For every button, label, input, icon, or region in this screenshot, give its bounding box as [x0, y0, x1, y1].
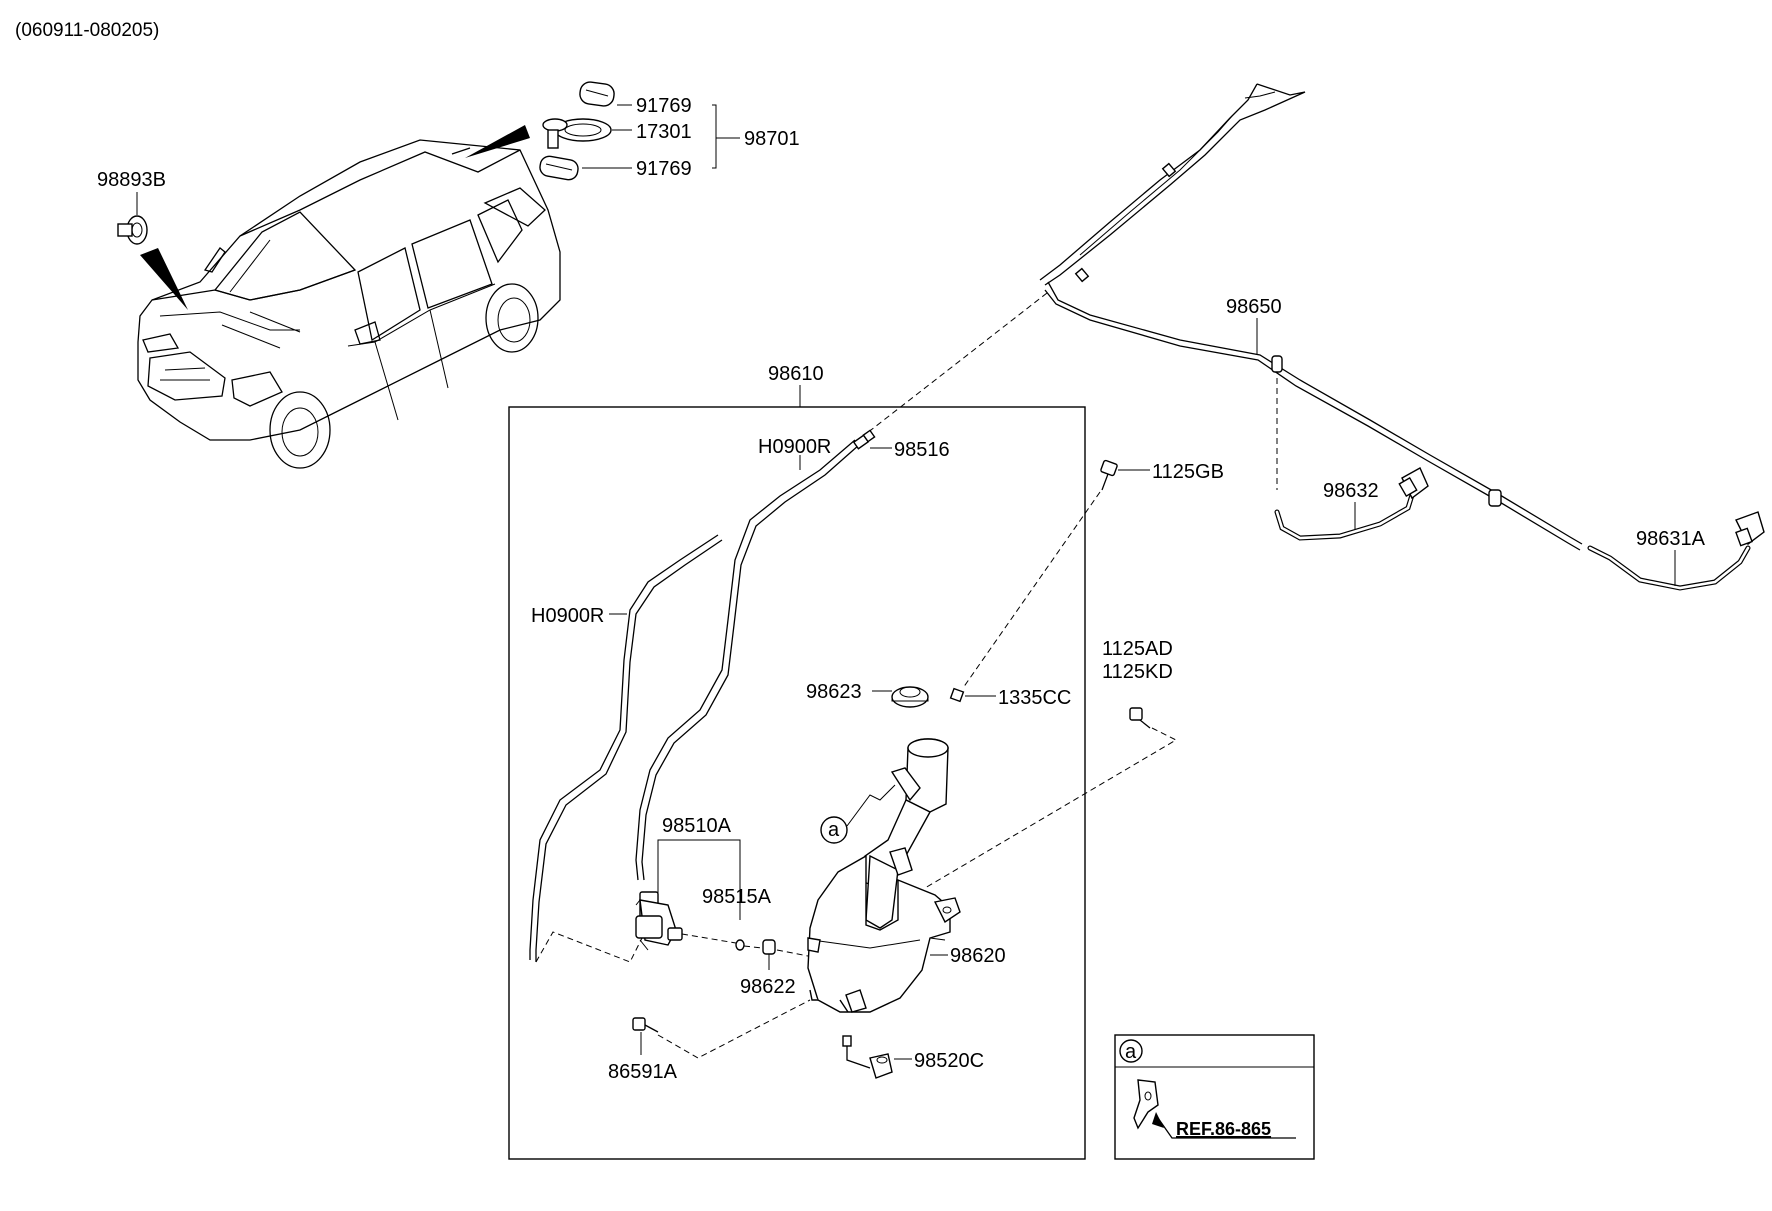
label-1125KD: 1125KD — [1102, 661, 1173, 683]
grommet-98515A — [735, 939, 745, 951]
pointer-front-nozzle — [140, 248, 188, 310]
roof-hose-98650 — [1039, 83, 1583, 551]
bolt-1125AD — [1129, 707, 1151, 729]
inset-marker-a: a — [1125, 1041, 1137, 1063]
washer-pump-98510A — [635, 891, 683, 951]
label-98520C: 98520C — [914, 1050, 984, 1072]
label-98650: 98650 — [1226, 296, 1282, 318]
rear-nozzle-cap-top — [579, 81, 615, 107]
label-98515A: 98515A — [702, 886, 772, 908]
nozzle-hose-98631A — [1587, 511, 1765, 591]
washer-assembly-box — [508, 406, 1086, 1160]
label-h0900r-left: H0900R — [531, 605, 604, 627]
rear-nozzle-17301 — [542, 118, 612, 149]
inset-reference: REF.86-865 — [1176, 1119, 1271, 1139]
label-h0900r-top: H0900R — [758, 436, 831, 458]
pointer-rear-nozzle — [465, 125, 530, 158]
label-91769-top: 91769 — [636, 95, 692, 117]
nozzle-hose-98632 — [1274, 467, 1429, 541]
vehicle-illustration — [137, 125, 561, 469]
level-sensor-98520C — [842, 1035, 893, 1079]
label-98620: 98620 — [950, 945, 1006, 967]
washer-hose-h0900r-left — [529, 534, 723, 962]
label-98701: 98701 — [744, 128, 800, 150]
label-98623: 98623 — [806, 681, 862, 703]
label-98893B: 98893B — [97, 169, 166, 191]
connector-98516 — [852, 429, 876, 450]
screw-86591A — [632, 1017, 659, 1033]
label-17301: 17301 — [636, 121, 692, 143]
label-98631A: 98631A — [1636, 528, 1706, 550]
diagram-code: (060911-080205) — [15, 20, 159, 41]
label-98516: 98516 — [894, 439, 950, 461]
reservoir-cap-98623 — [891, 686, 929, 708]
label-98632: 98632 — [1323, 480, 1379, 502]
label-91769-bottom: 91769 — [636, 158, 692, 180]
rear-nozzle-cap-bottom — [539, 155, 579, 181]
washer-hose-h0900r-top — [635, 439, 860, 881]
grommet-98893B — [117, 215, 148, 245]
label-98610: 98610 — [768, 363, 824, 385]
clip-1335CC — [949, 687, 965, 703]
grommet-98622 — [762, 939, 776, 955]
label-98510A: 98510A — [662, 815, 732, 837]
callout-a-marker: a — [820, 816, 848, 844]
bolt-1125GB — [1100, 459, 1118, 491]
label-98622: 98622 — [740, 976, 796, 998]
washer-reservoir-98620 — [807, 738, 961, 1013]
label-1335CC: 1335CC — [998, 687, 1071, 709]
callout-a-text: a — [828, 819, 840, 841]
label-1125GB: 1125GB — [1152, 461, 1224, 483]
inset-detail-a: a REF.86-865 — [1114, 1034, 1315, 1160]
label-86591A: 86591A — [608, 1061, 678, 1083]
label-1125AD: 1125AD — [1102, 638, 1173, 660]
